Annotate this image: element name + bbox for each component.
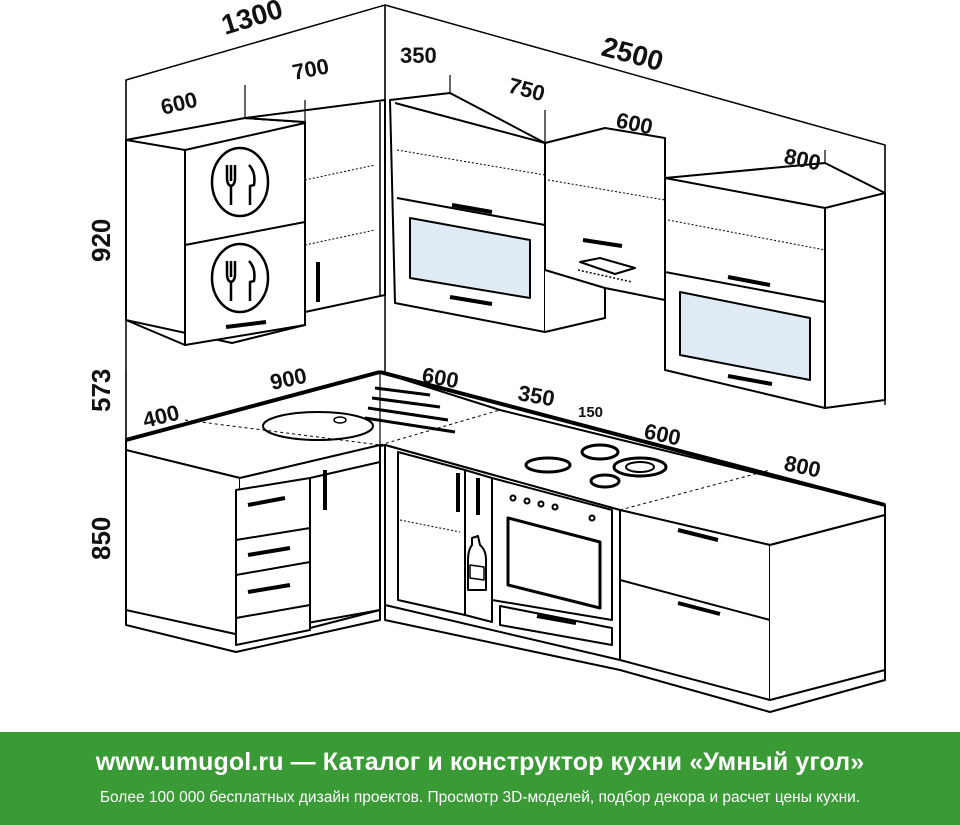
dim-gap-height: 573 [86, 369, 116, 412]
footer-banner: www.umugol.ru — Каталог и конструктор ку… [0, 732, 960, 825]
upper-back-cabinet-600-hood [544, 127, 666, 301]
dim-upper-height: 920 [86, 219, 116, 262]
dimension-labels: 1300 2500 600 700 350 750 600 800 920 57… [86, 0, 823, 560]
kitchen-drawing: 1300 2500 600 700 350 750 600 800 920 57… [86, 0, 886, 713]
dim-upper-left-700: 700 [290, 53, 331, 85]
dim-upper-left-600: 600 [158, 87, 200, 120]
dim-upper-back-350: 350 [400, 43, 437, 68]
upper-left-cabinet-700 [244, 99, 386, 313]
banner-dash: — [290, 748, 316, 776]
upper-left-cabinet-600 [125, 117, 306, 346]
countertop [125, 370, 886, 546]
dim-total-left-width: 1300 [218, 0, 287, 41]
base-left-cabinet [125, 444, 381, 653]
dim-base-height: 850 [86, 517, 116, 560]
dim-total-back-width: 2500 [598, 31, 666, 77]
banner-headline: www.umugol.ru — Каталог и конструктор ку… [0, 748, 960, 777]
banner-title: Каталог и конструктор кухни «Умный угол» [322, 748, 865, 776]
dim-counter-back-350: 350 [516, 380, 557, 411]
sink [262, 386, 456, 441]
upper-left-handle [225, 320, 267, 329]
site-link[interactable]: www.umugol.ru [95, 748, 284, 776]
upper-back-cabinet-800 [664, 162, 886, 409]
banner-subtitle: Более 100 000 бесплатных дизайн проектов… [99, 789, 861, 806]
base-back-cabinets [384, 444, 886, 713]
kitchen-diagram: 1300 2500 600 700 350 750 600 800 920 57… [86, 0, 886, 713]
bottle-icon [467, 535, 487, 591]
dim-counter-left-900: 900 [268, 363, 309, 395]
plate-icon-top [210, 146, 270, 218]
dimension-lines [125, 5, 886, 445]
dim-counter-back-150: 150 [578, 404, 603, 421]
plate-icon-bottom [210, 242, 270, 314]
cooktop [524, 443, 668, 489]
dim-upper-back-750: 750 [506, 73, 548, 107]
